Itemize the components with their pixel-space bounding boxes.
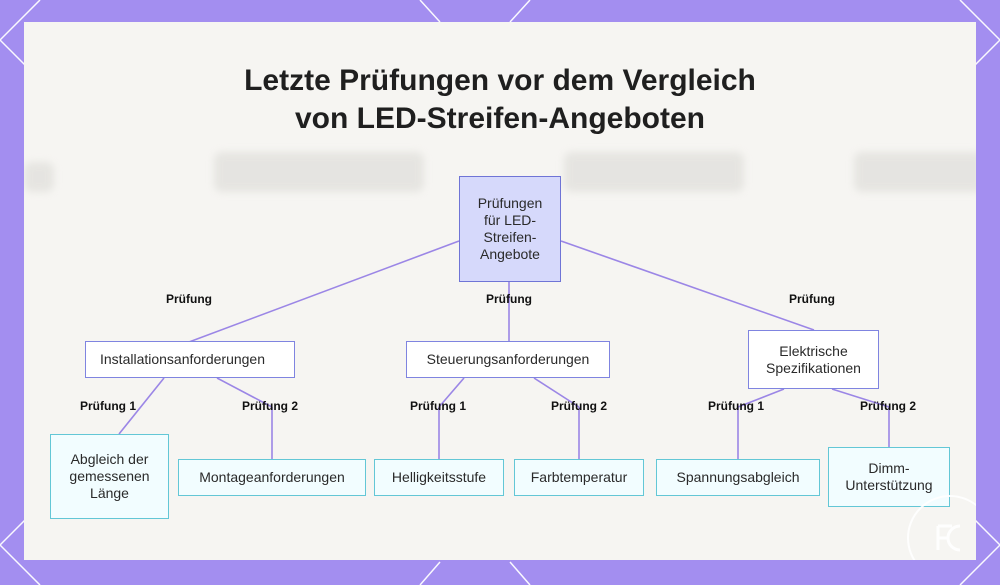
- edge-label-branch-2-leaf-2: Prüfung 2: [551, 399, 607, 413]
- leaf-node-label: Dimm-Unterstützung: [837, 460, 941, 494]
- leaf-node-mounting: Montageanforderungen: [178, 459, 366, 496]
- leaf-node-color-temperature: Farbtemperatur: [514, 459, 644, 496]
- leaf-node-label: Montageanforderungen: [199, 469, 345, 486]
- edge-label-branch-3: Prüfung: [789, 292, 835, 306]
- root-node: Prüfungen für LED-Streifen-Angebote: [459, 176, 561, 282]
- leaf-node-voltage: Spannungsabgleich: [656, 459, 820, 496]
- edge-label-branch-2: Prüfung: [486, 292, 532, 306]
- branch-node-electrical: Elektrische Spezifikationen: [748, 330, 879, 389]
- edge-label-branch-1-leaf-2: Prüfung 2: [242, 399, 298, 413]
- diagram-card: Letzte Prüfungen vor dem Vergleich von L…: [24, 22, 976, 560]
- root-node-label: Prüfungen für LED-Streifen-Angebote: [468, 195, 552, 263]
- watermark-logo-icon: [904, 492, 976, 560]
- branch-node-label: Installationsanforderungen: [100, 351, 265, 368]
- leaf-node-label: Farbtemperatur: [531, 469, 627, 486]
- edge-label-branch-3-leaf-1: Prüfung 1: [708, 399, 764, 413]
- branch-node-control: Steuerungsanforderungen: [406, 341, 610, 378]
- leaf-node-label: Helligkeitsstufe: [392, 469, 486, 486]
- edge-label-branch-2-leaf-1: Prüfung 1: [410, 399, 466, 413]
- edge-label-branch-1-leaf-1: Prüfung 1: [80, 399, 136, 413]
- branch-node-label: Steuerungsanforderungen: [427, 351, 590, 368]
- edge-label-branch-1: Prüfung: [166, 292, 212, 306]
- edge-root-branch-3: [561, 241, 814, 330]
- branch-node-label: Elektrische Spezifikationen: [757, 343, 870, 377]
- leaf-node-label: Abgleich der gemessenen Länge: [59, 451, 160, 502]
- edge-root-branch-1: [189, 241, 459, 342]
- edge-label-branch-3-leaf-2: Prüfung 2: [860, 399, 916, 413]
- branch-node-installation: Installationsanforderungen: [85, 341, 295, 378]
- leaf-node-label: Spannungsabgleich: [677, 469, 800, 486]
- leaf-node-length: Abgleich der gemessenen Länge: [50, 434, 169, 519]
- leaf-node-brightness: Helligkeitsstufe: [374, 459, 504, 496]
